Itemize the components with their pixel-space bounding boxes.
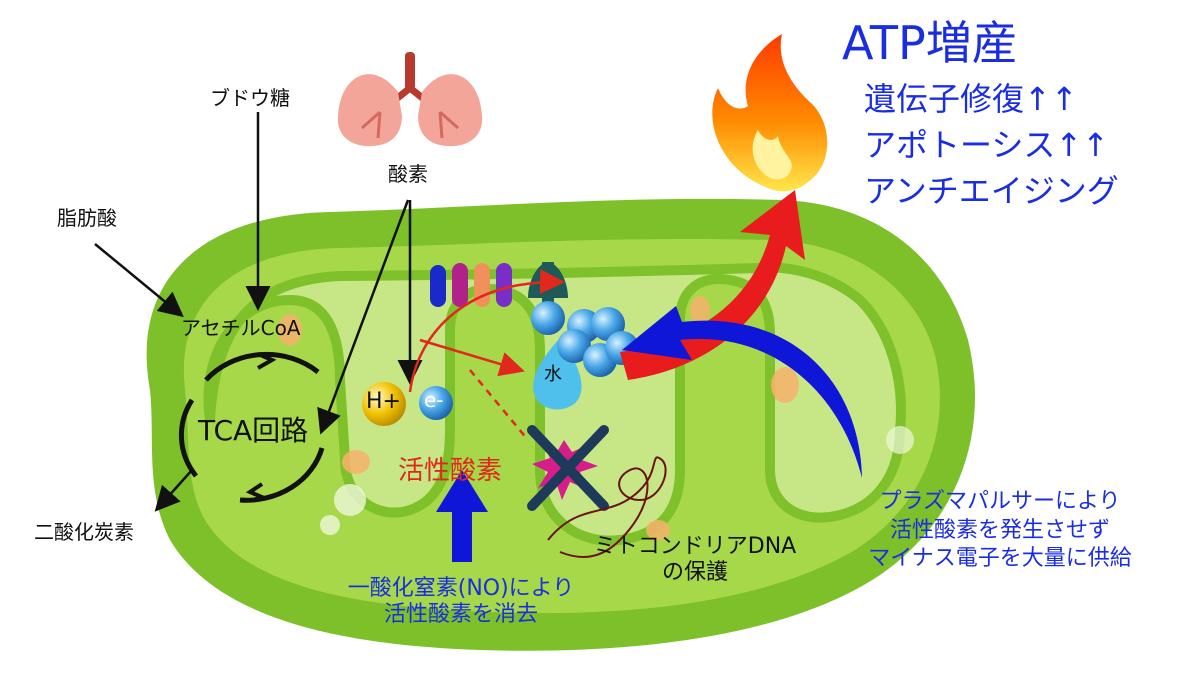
electron-label: e- — [424, 388, 444, 412]
effect-item-gene-repair: 遺伝子修復↑↑ — [864, 80, 1078, 118]
co2-label: 二酸化炭素 — [34, 520, 134, 544]
plasma-electron-arrow — [622, 306, 862, 478]
water-label: 水 — [544, 364, 562, 385]
lungs-icon — [337, 52, 483, 147]
acetyl-coa-label: アセチルCoA — [181, 316, 301, 340]
h-plus-ion — [362, 382, 406, 426]
tca-cycle-ring — [178, 351, 325, 503]
ros-label: 活性酸素 — [398, 456, 503, 486]
glucose-label: ブドウ糖 — [210, 86, 290, 110]
matrix-blobs — [278, 296, 914, 540]
free-electron — [419, 386, 453, 420]
mtdna-label-line2: の保護 — [661, 560, 728, 586]
h-plus-label: H+ — [366, 389, 401, 414]
electron-flow-arrows — [408, 269, 565, 441]
effect-item-anti-aging: アンチエイジング — [864, 172, 1119, 210]
mtdna-label-line1: ミトコンドリアDNA — [593, 534, 797, 559]
flow-arrows — [94, 112, 423, 512]
flame-icon — [712, 34, 828, 192]
tca-cycle-label: TCA回路 — [198, 414, 309, 447]
atp-production-arrow — [620, 190, 805, 380]
cross-icon — [527, 425, 609, 511]
mtdna-label: ミトコンドリアDNA の保護 — [580, 534, 810, 587]
atp-title: ATP増産 — [842, 16, 1018, 70]
nitric-oxide-note: 一酸化窒素(NO)により 活性酸素を消去 — [316, 576, 606, 629]
plasma-pulser-note-line1: プラズマパルサーにより — [879, 489, 1121, 514]
plasma-pulser-note-line3: マイナス電子を大量に供給 — [868, 546, 1132, 572]
nitric-oxide-note-line2: 活性酸素を消去 — [383, 602, 538, 628]
nitric-oxide-note-line1: 一酸化窒素(NO)により — [347, 576, 575, 601]
dna-strand-icon — [547, 456, 667, 558]
nitric-oxide-arrow — [436, 470, 488, 562]
plasma-pulser-note: プラズマパルサーにより 活性酸素を発生させず マイナス電子を大量に供給 — [840, 488, 1160, 574]
effect-item-apoptosis: アポトーシス↑↑ — [864, 126, 1109, 164]
oxygen-label: 酸素 — [388, 162, 428, 186]
fatty-acid-label: 脂肪酸 — [57, 206, 117, 230]
plasma-pulser-note-line2: 活性酸素を発生させず — [889, 517, 1110, 543]
